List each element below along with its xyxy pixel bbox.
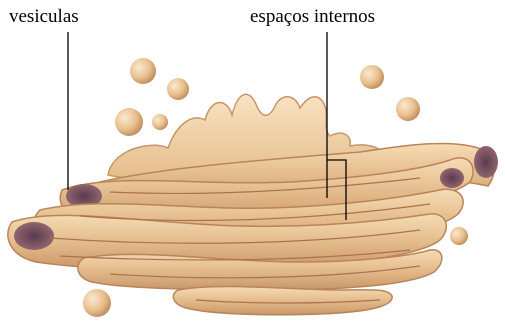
cistern-lumen — [440, 168, 464, 188]
label-vesiculas: vesiculas — [9, 7, 79, 26]
cisternae-stack — [8, 144, 498, 315]
vesicle — [167, 78, 189, 100]
vesicle — [130, 58, 156, 84]
vesicle — [115, 108, 143, 136]
label-espacos-internos: espaços internos — [250, 7, 375, 26]
cistern-lumen — [474, 146, 498, 178]
vesicle — [83, 289, 111, 317]
vesicle — [152, 114, 168, 130]
vesicle — [360, 65, 384, 89]
vesicle — [450, 227, 468, 245]
cistern-lumen — [14, 222, 54, 250]
vesicle — [396, 97, 420, 121]
